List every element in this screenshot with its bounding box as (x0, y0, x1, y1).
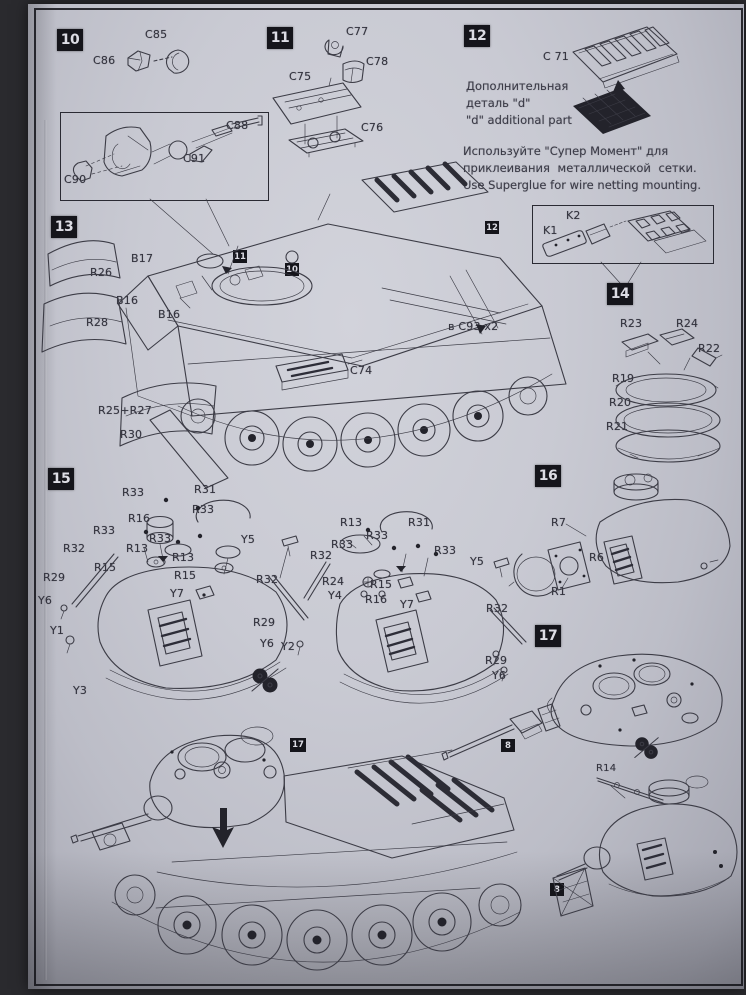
part-label: Y1 (50, 624, 65, 637)
part-label: Y7 (400, 598, 415, 611)
turret-side-drawing (552, 775, 738, 917)
inset-box-mg-assembly (60, 112, 269, 201)
part-label-k1: K1 (543, 224, 558, 237)
part-label-r19: R19 (612, 372, 635, 385)
turret-rear-drawing (508, 473, 731, 597)
part-label-r26: R26 (90, 266, 113, 279)
part-label-c88: C88 (226, 119, 249, 132)
part-label: Y6 (38, 594, 53, 607)
part-label: R24 (322, 575, 345, 588)
part-label: R29 (253, 616, 276, 629)
step-10-drawing (127, 49, 190, 74)
step-16-badge: 16 (535, 465, 561, 487)
part-label-c90: C90 (64, 173, 87, 186)
part-label: R33 (366, 529, 389, 542)
k-parts-drawing (542, 210, 707, 257)
step-ref-12-marker: 12 (485, 221, 499, 234)
part-label-r7: R7 (551, 516, 567, 529)
step-11-badge: 11 (267, 27, 293, 49)
step-10-badge: 10 (57, 29, 83, 51)
part-label-r30: R30 (120, 428, 143, 441)
part-label: Y6 (260, 637, 275, 650)
part-label: Y5 (470, 555, 485, 568)
paper-page (28, 4, 744, 989)
turret-ring-drawing (615, 328, 723, 463)
mg-assembly-drawing (72, 115, 263, 182)
part-label: R15 (174, 569, 197, 582)
part-label-r28: R28 (86, 316, 109, 329)
step-ref-10-marker: 10 (285, 263, 299, 276)
part-label: R33 (434, 544, 457, 557)
part-label: Y3 (73, 684, 88, 697)
part-label: R16 (365, 593, 388, 606)
part-label-r6: R6 (589, 551, 605, 564)
part-label-r23: R23 (620, 317, 643, 330)
step-13-badge: 13 (51, 216, 77, 238)
movable-part-icon (634, 737, 659, 759)
assembled-tank-drawing (70, 726, 522, 971)
part-label: R29 (43, 571, 66, 584)
part-label: R33 (93, 524, 116, 537)
part-label-r25-r27: R25+R27 (98, 404, 152, 417)
step-14-badge: 14 (607, 283, 633, 305)
step-ref-8-marker: 8 (501, 739, 515, 752)
part-label-b16: B16 (116, 294, 139, 307)
step-ref-11-marker: 11 (233, 250, 247, 263)
printed-page-border (34, 8, 743, 986)
part-label: Y7 (170, 587, 185, 600)
part-label-c93: в C93 x2 (448, 320, 499, 333)
part-label: R13 (126, 542, 149, 555)
part-label-r21: R21 (606, 420, 629, 433)
part-label: Y4 (328, 589, 343, 602)
part-label-c76: C76 (361, 121, 384, 134)
part-label: R16 (128, 512, 151, 525)
hull-assembly-drawing (41, 161, 567, 489)
part-label: R33 (149, 532, 172, 545)
additional-part-note: Дополнительная деталь "d" "d" additional… (466, 79, 572, 127)
paper-crease (44, 120, 47, 980)
part-label-k2: K2 (566, 209, 581, 222)
part-label-b17: B17 (131, 252, 154, 265)
superglue-note: Используйте "Супер Момент" для приклеива… (463, 144, 702, 192)
part-label-c71: C 71 (543, 50, 569, 63)
step-12-badge: 12 (464, 25, 490, 47)
step-ref-17-marker: 17 (290, 738, 306, 752)
part-label-r14: R14 (596, 763, 617, 774)
part-label: R15 (370, 578, 393, 591)
part-label: R32 (63, 542, 86, 555)
movable-part-icon (251, 668, 279, 693)
step-11-drawing (272, 39, 365, 158)
part-label-c75: C75 (289, 70, 312, 83)
part-label: R31 (408, 516, 431, 529)
part-label: R32 (310, 549, 333, 562)
part-label: R13 (172, 551, 195, 564)
gun-barrel-drawing (441, 703, 561, 761)
turret-top-drawing (547, 653, 723, 747)
step-15-badge: 15 (48, 468, 74, 490)
turret-exploded-left-drawing (60, 497, 309, 701)
step-12-drawing (572, 26, 680, 134)
part-label-r22: R22 (698, 342, 721, 355)
part-label: R31 (194, 483, 217, 496)
part-label-c86: C86 (93, 54, 116, 67)
part-label: Y5 (241, 533, 256, 546)
part-label-r24: R24 (676, 317, 699, 330)
part-label-c74: C74 (350, 364, 373, 377)
inset-box-k-parts (532, 205, 714, 264)
step-17-badge: 17 (535, 625, 561, 647)
turret-exploded-right-drawing (303, 511, 527, 704)
part-label-b16-2: B16 (158, 308, 181, 321)
part-label: R33 (122, 486, 145, 499)
step-ref-8-marker: 8 (550, 883, 564, 896)
part-label-c78: C78 (366, 55, 389, 68)
part-label-c77: C77 (346, 25, 369, 38)
part-label: R13 (340, 516, 363, 529)
part-label-c85: C85 (145, 28, 168, 41)
